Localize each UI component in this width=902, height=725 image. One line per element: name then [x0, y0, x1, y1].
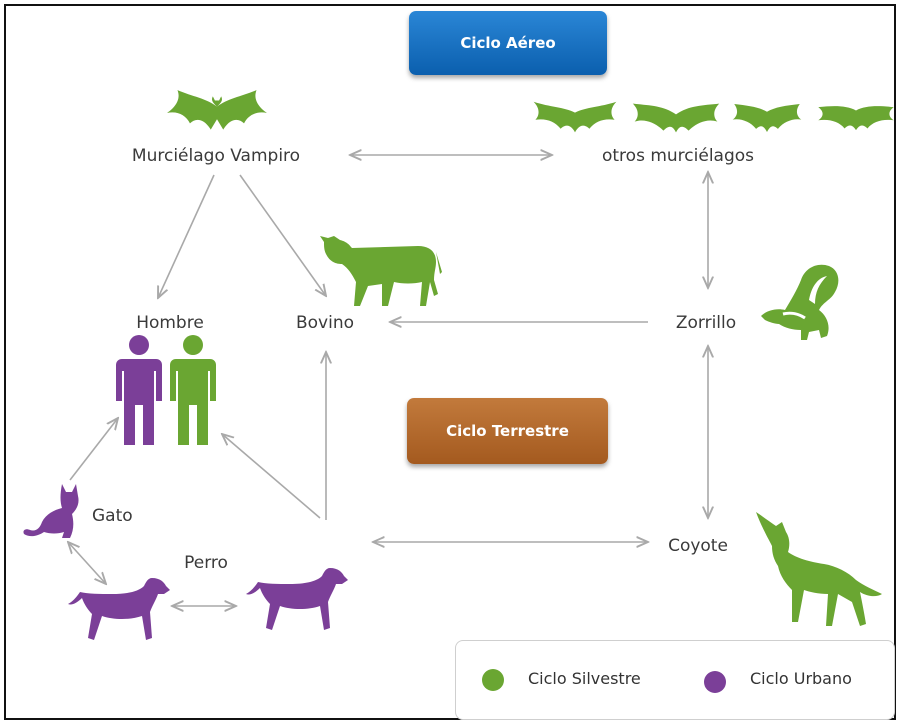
label-zorrillo: Zorrillo [675, 313, 737, 333]
label-gato: Gato [92, 506, 133, 526]
label-bovino: Bovino [295, 313, 355, 333]
human-icon [170, 335, 216, 445]
dog-icon [68, 578, 170, 640]
label-murcielago-vampiro: Murciélago Vampiro [131, 146, 301, 166]
arrow-vampiro-bovino [239, 174, 326, 296]
label-coyote: Coyote [668, 536, 728, 556]
cat-icon [23, 484, 79, 538]
bat-icon [818, 106, 894, 131]
label-otros-murcielagos: otros murciélagos [601, 146, 755, 166]
label-perro: Perro [184, 553, 228, 573]
legend: Ciclo Silvestre Ciclo Urbano [455, 640, 895, 720]
diagram-frame [4, 4, 896, 720]
cow-icon [320, 236, 442, 306]
legend-silvestre-dot [482, 669, 504, 691]
bat-icon [167, 90, 267, 130]
human-icon [116, 335, 162, 445]
dog-icon [246, 568, 348, 630]
bat-icon [632, 103, 720, 133]
skunk-icon [761, 264, 839, 340]
ciclo-terrestre-button[interactable]: Ciclo Terrestre [407, 398, 608, 464]
arrow-perro-hombre [222, 434, 321, 519]
legend-urbano-label: Ciclo Urbano [750, 669, 852, 688]
bat-icon [732, 103, 802, 133]
ciclo-aereo-button[interactable]: Ciclo Aéreo [409, 11, 607, 75]
legend-urbano-dot [704, 671, 726, 693]
arrow-gato-perro [68, 542, 106, 584]
label-hombre: Hombre [136, 313, 204, 333]
legend-silvestre-label: Ciclo Silvestre [528, 669, 641, 688]
bat-icon [533, 101, 617, 133]
arrow-gato-hombre [69, 418, 118, 481]
coyote-icon [756, 512, 882, 626]
arrow-vampiro-hombre [158, 174, 215, 298]
